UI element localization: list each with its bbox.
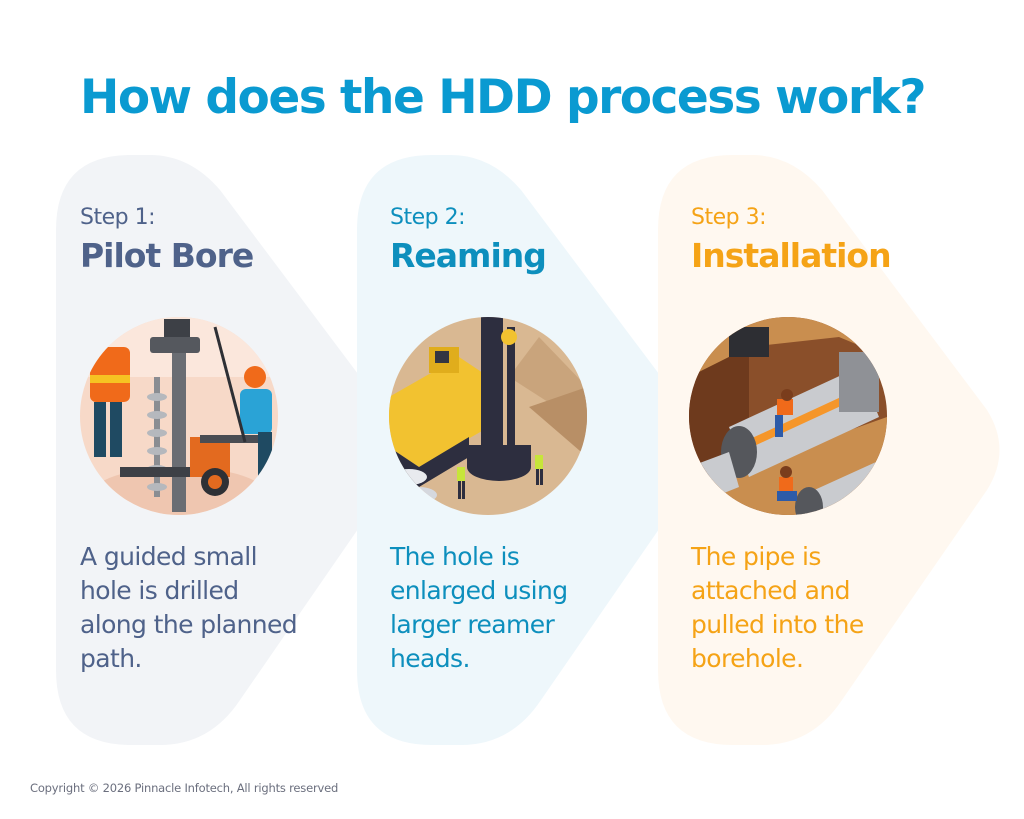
- step-1-label: Step 1:: [80, 205, 156, 230]
- step-2-description: The hole is enlarged using larger reamer…: [390, 542, 568, 673]
- step-1-name: Pilot Bore: [80, 236, 254, 275]
- step-3-description: The pipe is attached and pulled into the…: [691, 542, 864, 673]
- step-3-label: Step 3:: [691, 205, 767, 230]
- step-1-description: A guided small hole is drilled along the…: [80, 542, 298, 673]
- reaming-excavator-illustration: [389, 317, 587, 515]
- step-3-heading: Step 3: Installation: [691, 205, 981, 275]
- step-2-name: Reaming: [390, 236, 547, 275]
- step-2-label: Step 2:: [390, 205, 466, 230]
- page-title: How does the HDD process work?: [80, 70, 927, 125]
- pipe-installation-illustration: [689, 317, 887, 515]
- drilling-rig-illustration: [80, 317, 278, 515]
- step-1-heading: Step 1: Pilot Bore: [80, 205, 370, 275]
- step-2-heading: Step 2: Reaming: [390, 205, 680, 275]
- step-3-name: Installation: [691, 236, 892, 275]
- copyright-footer: Copyright © 2026 Pinnacle Infotech, All …: [30, 781, 339, 795]
